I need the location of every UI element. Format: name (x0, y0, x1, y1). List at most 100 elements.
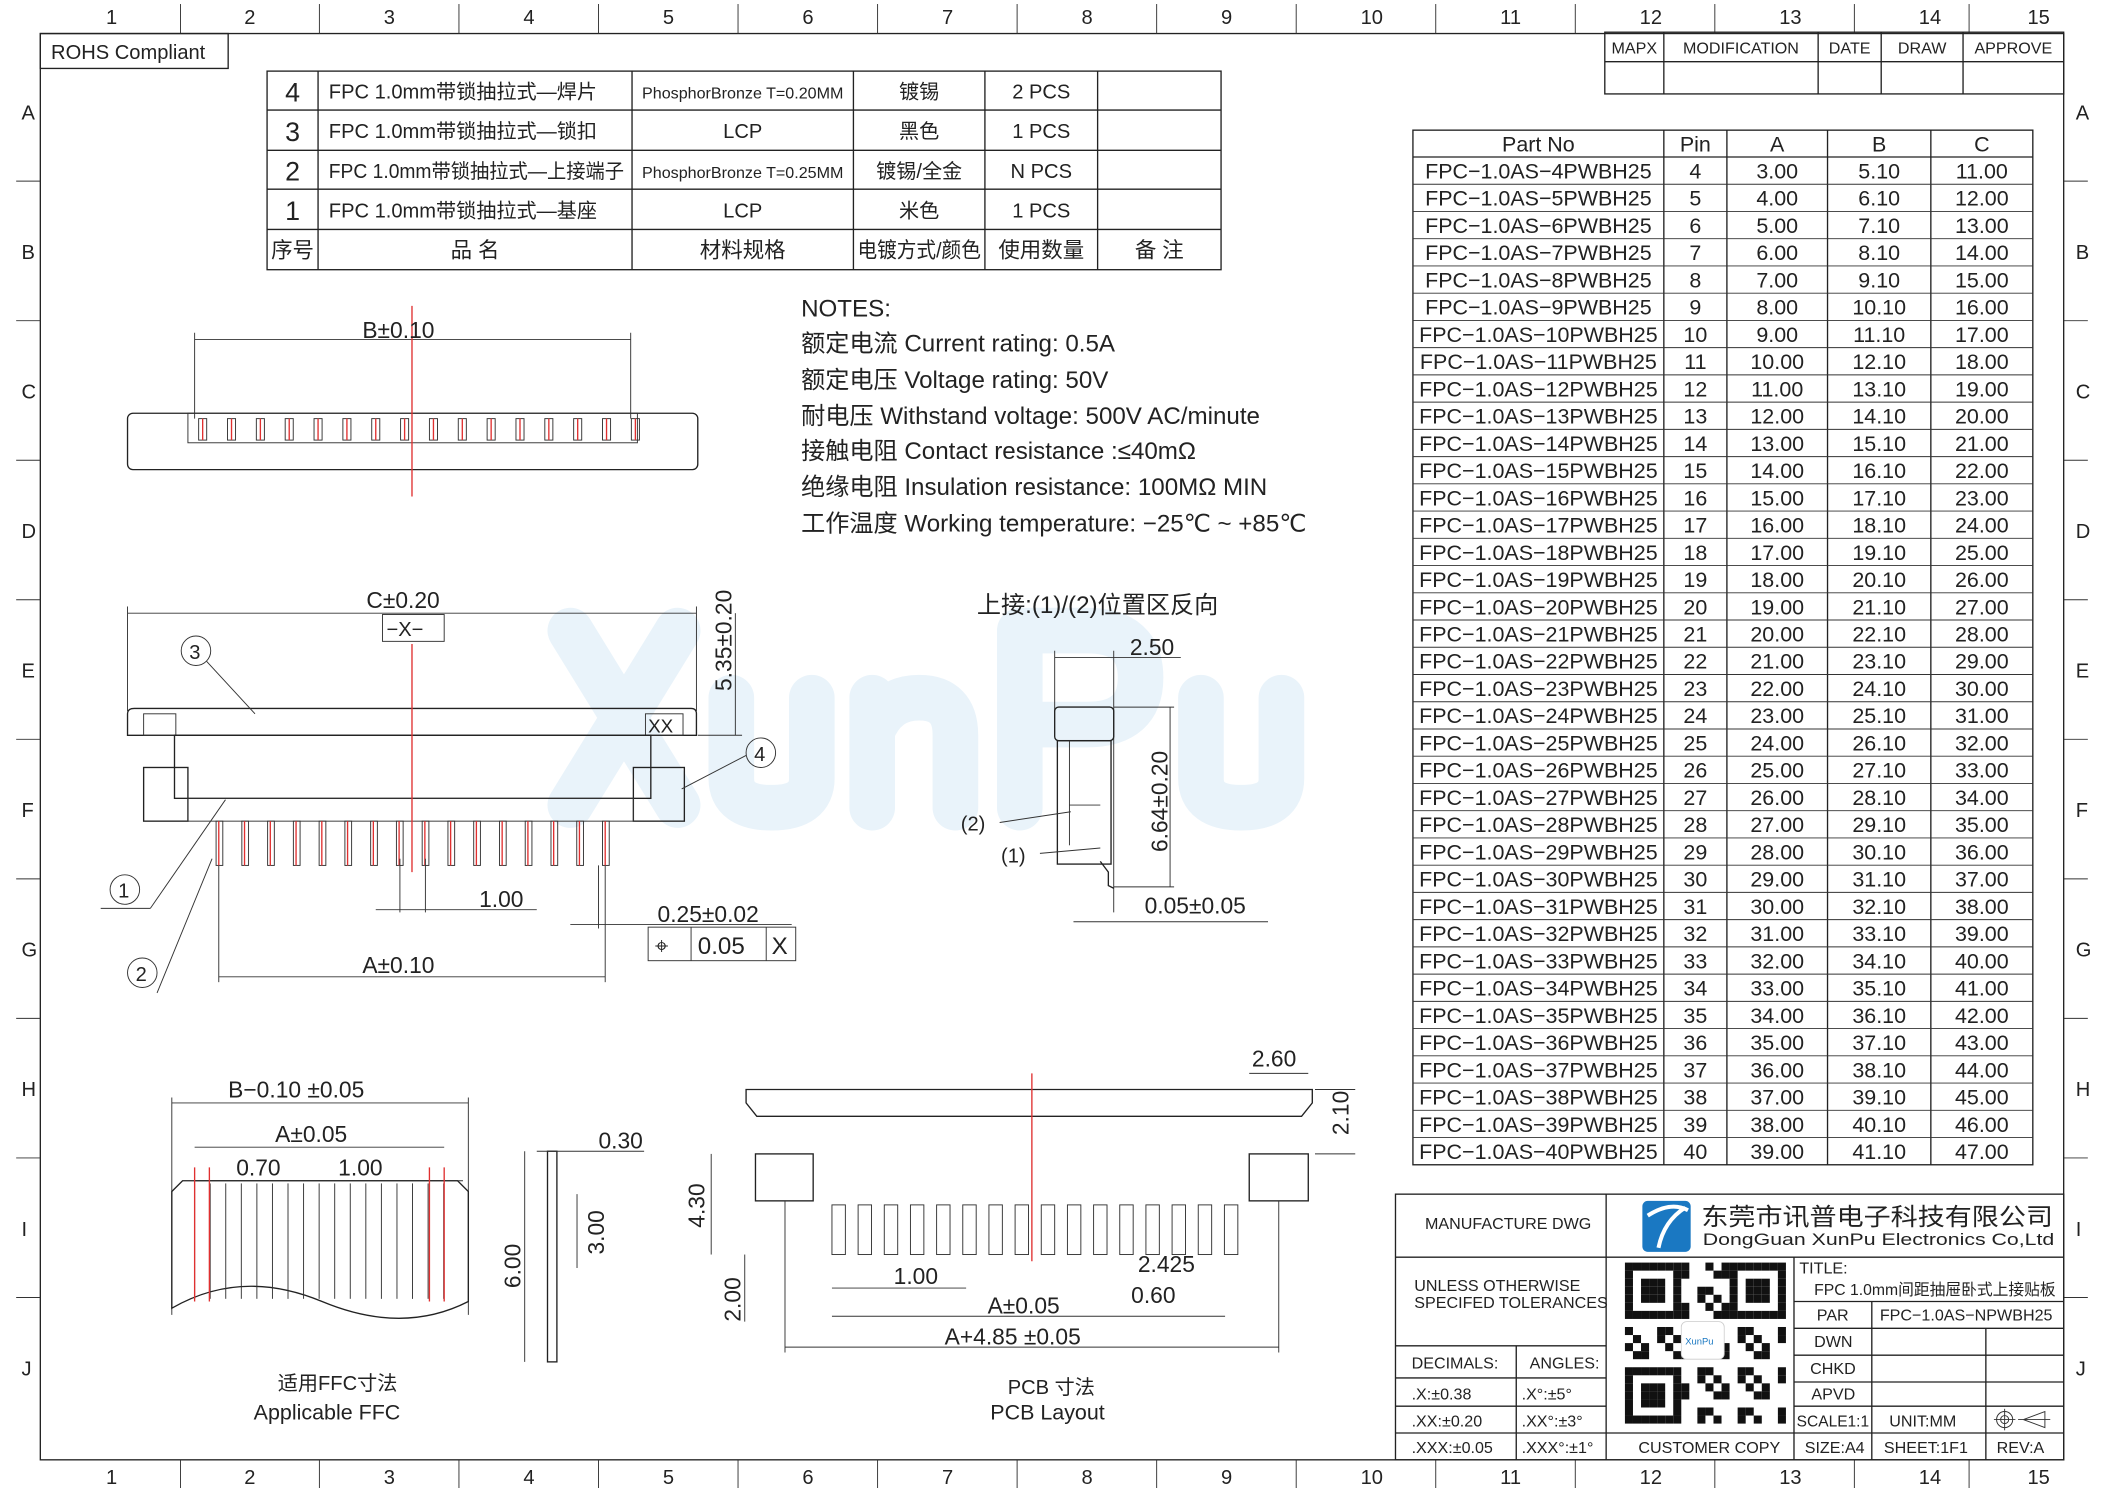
callout-1: 1 (100, 799, 226, 909)
row-label: E (22, 661, 35, 683)
bom-cell: 米色 (899, 199, 939, 222)
part-table-cell: 34.10 (1852, 949, 1906, 973)
callout-2: 2 (127, 858, 213, 994)
part-table-cell: 27.10 (1852, 759, 1906, 783)
part-table-cell: 28.00 (1955, 622, 2009, 646)
unit: UNIT:MM (1889, 1412, 1956, 1430)
part-table-cell: 33.10 (1852, 922, 1906, 946)
row-label: A (2076, 102, 2090, 124)
part-table-cell: 4.00 (1756, 187, 1798, 211)
row-label: A (22, 102, 36, 124)
part-table-cell: 39.00 (1750, 1140, 1804, 1164)
part-table-cell: 9.00 (1756, 323, 1798, 347)
part-table-cell: 32 (1683, 922, 1707, 946)
part-table-cell: FPC−1.0AS−13PWBH25 (1419, 405, 1658, 429)
ffc-label-en: Applicable FFC (254, 1401, 401, 1425)
pin (550, 820, 559, 866)
part-table-cell: 17.00 (1750, 541, 1804, 565)
callout-number: 3 (189, 642, 200, 664)
pin-width-dimension: 0.25±0.02 (658, 901, 759, 927)
part-table-cell: 15.00 (1750, 486, 1804, 510)
pcb-pad (1223, 1204, 1239, 1256)
part-table-cell: FPC−1.0AS−25PWBH25 (1419, 731, 1658, 755)
note-item: 接触电阻 Contact resistance :≤40mΩ (801, 438, 1196, 465)
part-table-cell: 13.10 (1852, 377, 1906, 401)
part-table-cell: 41.00 (1955, 977, 2009, 1001)
part-table-cell: 6.00 (1756, 241, 1798, 265)
pcb-200: 2.00 (720, 1277, 746, 1321)
part-table-cell: 30.00 (1955, 677, 2009, 701)
ffc-label-cn: 适用FFC寸法 (278, 1372, 398, 1395)
bom-cell: 镀锡/全金 (876, 160, 962, 183)
notes-title: NOTES: (801, 296, 891, 323)
column-label: 2 (244, 1467, 255, 1488)
pcb-pad (962, 1204, 977, 1256)
company-name-cn: 东莞市讯普电子科技有限公司 (1701, 1204, 2053, 1231)
bom-cell: 3 (285, 117, 300, 147)
part-table-cell: 34.00 (1750, 1004, 1804, 1028)
column-label: 5 (663, 7, 674, 29)
part-table-cell: 30.10 (1852, 840, 1906, 864)
part-table-cell: FPC−1.0AS−5PWBH25 (1425, 187, 1652, 211)
column-label: 3 (384, 7, 395, 29)
part-table-cell: 16 (1683, 486, 1707, 510)
part-table-cell: 7.00 (1756, 268, 1798, 292)
part-table-cell: 13.00 (1955, 214, 2009, 238)
side-view-note: 上接:(1)/(2)位置区反向 (977, 592, 1218, 619)
part-table-cell: FPC−1.0AS−24PWBH25 (1419, 704, 1658, 728)
column-label: 6 (802, 7, 813, 29)
note-item: 绝缘电阻 Insulation resistance: 100MΩ MIN (801, 474, 1267, 501)
bom-cell: FPC 1.0mm带锁抽拉式—基座 (329, 199, 597, 222)
part-table-cell: 31.00 (1750, 922, 1804, 946)
part-table-cell: 18.00 (1955, 350, 2009, 374)
revision-header: MODIFICATION (1683, 40, 1799, 58)
part-table-cell: 7 (1689, 241, 1701, 265)
part-table-cell: 14 (1683, 432, 1707, 456)
pcb-a485-dimension: A+4.85 ±0.05 (945, 1323, 1081, 1349)
part-table-cell: 36.00 (1955, 840, 2009, 864)
part-table-cell: 29.00 (1955, 650, 2009, 674)
part-table-cell: 22.10 (1852, 622, 1906, 646)
ffc-070: 0.70 (236, 1154, 280, 1180)
part-table-cell: 39.10 (1852, 1086, 1906, 1110)
part-table-cell: FPC−1.0AS−29PWBH25 (1419, 840, 1658, 864)
part-table-cell: 19.00 (1955, 377, 2009, 401)
part-table-cell: 47.00 (1955, 1140, 2009, 1164)
part-table-cell: 18 (1683, 541, 1707, 565)
callout-number: 1 (118, 881, 129, 903)
column-label: 2 (244, 7, 255, 29)
part-table-cell: 33.00 (1750, 977, 1804, 1001)
part-table-cell: FPC−1.0AS−17PWBH25 (1419, 514, 1658, 538)
part-table-cell: 13.00 (1750, 432, 1804, 456)
ffc-length-300: 3.00 (583, 1210, 609, 1254)
scale: SCALE1:1 (1797, 1412, 1869, 1430)
part-table-cell: FPC−1.0AS−6PWBH25 (1425, 214, 1652, 238)
part-table-cell: 33 (1683, 949, 1707, 973)
tol-xxx: .XXX:±0.05 (1412, 1439, 1493, 1457)
part-table-cell: FPC−1.0AS−40PWBH25 (1419, 1140, 1658, 1164)
bom-cell: 2 (285, 156, 300, 186)
bom-cell: PhosphorBronze T=0.25MM (642, 164, 843, 182)
row-label: H (2076, 1079, 2091, 1101)
bom-cell: 材料规格 (700, 239, 786, 263)
part-table-cell: 20 (1683, 595, 1707, 619)
pcb-pad (1119, 1204, 1134, 1256)
row-label: J (2076, 1358, 2086, 1380)
part-table-cell: 31 (1683, 895, 1707, 919)
row-label: B (22, 242, 35, 264)
part-table-cell: 10 (1683, 323, 1707, 347)
part-table-cell: 31.00 (1955, 704, 2009, 728)
part-table-cell: 11.10 (1853, 323, 1905, 347)
callout-number: 2 (136, 964, 147, 986)
part-table-cell: 14.00 (1750, 459, 1804, 483)
part-table-cell: 3.00 (1756, 159, 1798, 183)
